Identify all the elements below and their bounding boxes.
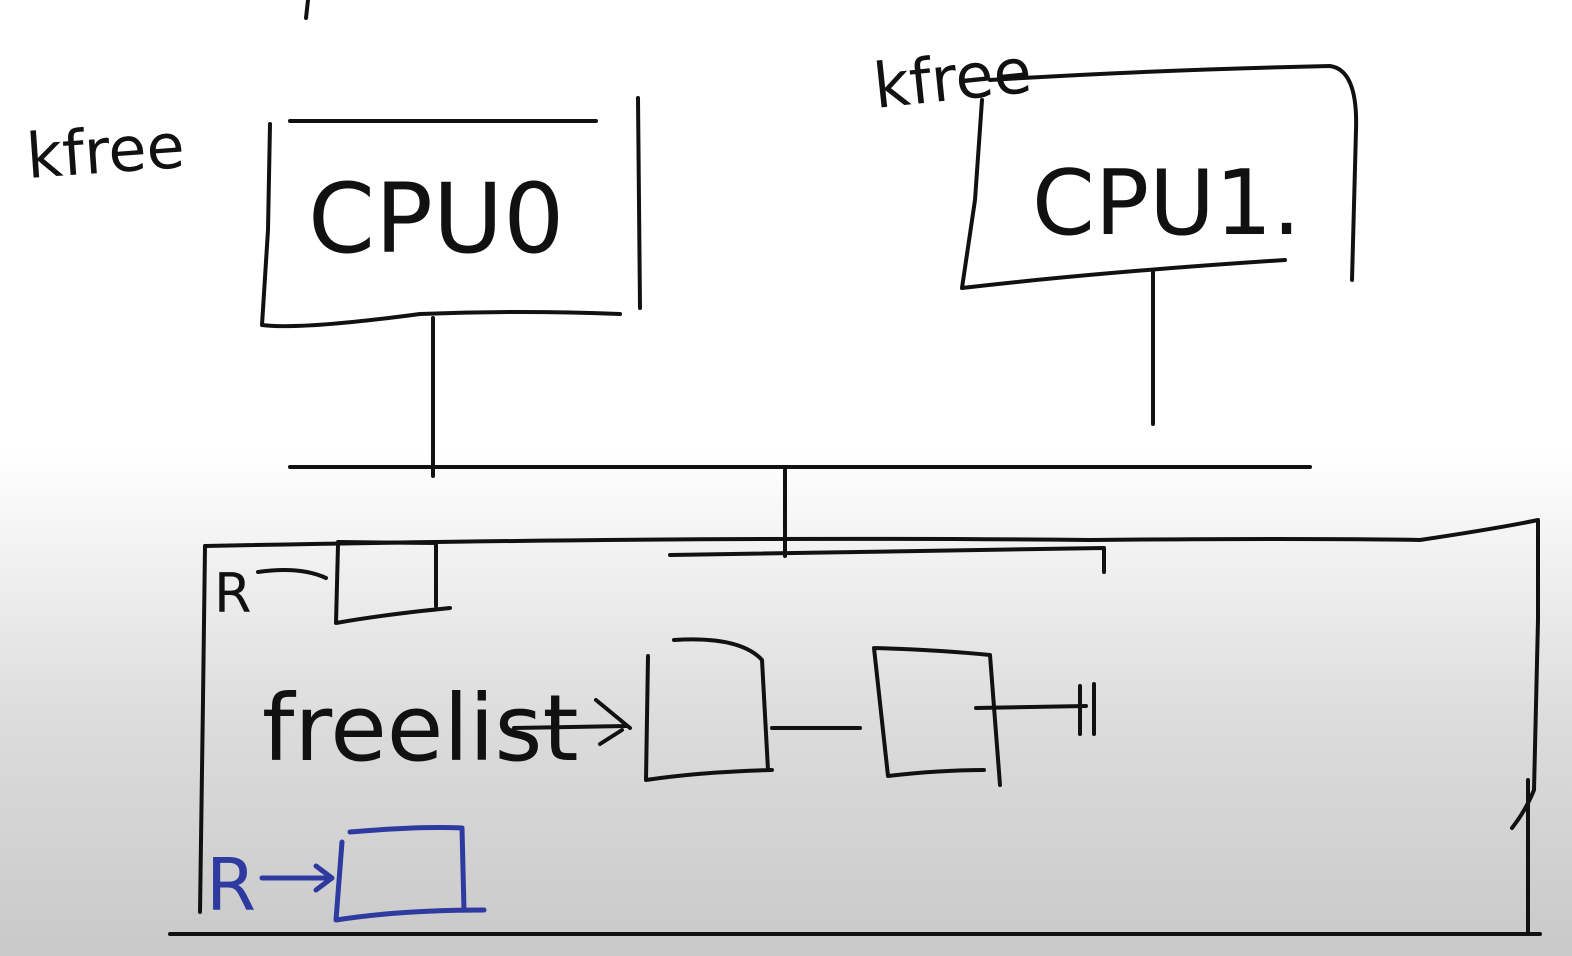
page-bottom-box bbox=[333, 825, 487, 923]
page-top bbox=[256, 540, 452, 625]
cpu0-box-left-bottom bbox=[260, 122, 622, 329]
freelist-arrow bbox=[512, 698, 632, 746]
cpu1-box-left-bottom bbox=[960, 98, 1287, 290]
cpu1-box bbox=[960, 64, 1359, 290]
null-terminator bbox=[1078, 682, 1096, 736]
cpu1-box-top-right bbox=[988, 64, 1359, 282]
kfree-right-label: kfree bbox=[870, 34, 1035, 123]
r-top-arrow bbox=[256, 568, 328, 580]
cpu0-box bbox=[260, 96, 642, 329]
freelist-page-2 bbox=[872, 646, 1002, 787]
kfree-left-label: kfree bbox=[24, 109, 187, 193]
freelist-link-2 bbox=[974, 704, 1088, 710]
r-bottom-label: R bbox=[206, 843, 256, 927]
memory-box-left bbox=[198, 544, 207, 914]
r-top-label: R bbox=[214, 562, 252, 625]
memory-inner-line bbox=[668, 546, 1106, 574]
cpu0-box-right bbox=[636, 96, 642, 310]
r-bottom-arrow bbox=[259, 863, 335, 893]
stray-mark bbox=[304, 0, 310, 20]
page-top-box bbox=[334, 540, 452, 625]
cpu1-label: CPU1. bbox=[1032, 151, 1301, 256]
memory-box bbox=[168, 518, 1542, 936]
freelist-page-1 bbox=[644, 637, 774, 782]
freelist-label: freelist bbox=[262, 675, 579, 782]
cpu0-label: CPU0 bbox=[308, 163, 564, 275]
blue-annotation bbox=[259, 825, 487, 923]
memory-box-top-right bbox=[203, 518, 1540, 830]
